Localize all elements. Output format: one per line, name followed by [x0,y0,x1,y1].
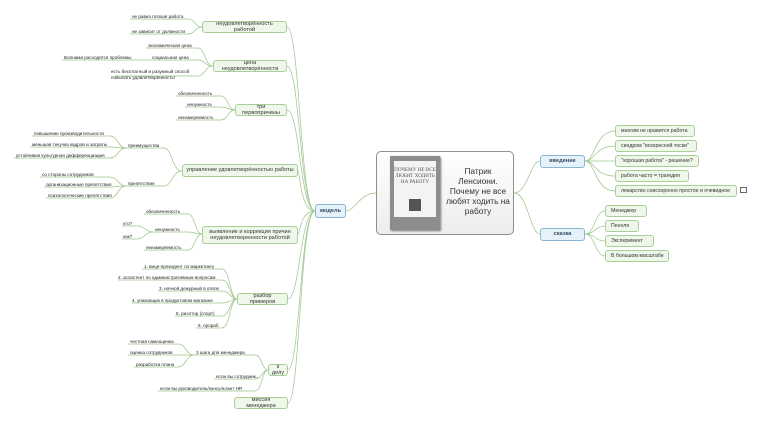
branch-cost[interactable]: цена неудовлетворённости [213,60,287,72]
leaf-node[interactable]: 4. упаковщик в продуктовом магазине [132,298,213,303]
book-cover-figure [409,199,421,211]
branch-label: три первопричины [242,103,280,117]
leaf-node[interactable]: экономическая цена [148,43,192,48]
book-cover-image: ПОЧЕМУ НЕ ВСЕ ЛЮБЯТ ХОДИТЬ НА РАБОТУ [390,156,440,230]
fable-item[interactable]: Эксперимент [605,235,654,247]
branch-label: к делу [271,363,285,377]
leaf-node[interactable]: есть бесплатный и разумный способ повыси… [111,69,190,80]
topic-model-label: модель [319,207,342,214]
leaf-node[interactable]: обезличенность [178,91,213,96]
fable-item[interactable]: В большом масштабе [605,250,669,262]
branch-manager-mission[interactable]: миссия менеджера [234,397,288,409]
leaf-node[interactable]: социальная цена [152,55,189,60]
branch-detection[interactable]: выявление и коррекция причин неудовлетво… [202,226,298,244]
branch-label: управление удовлетворённостью работы [186,167,294,174]
leaf-node[interactable]: оценка сотрудников [130,350,173,355]
leaf-node[interactable]: 1. вице-президент по маркетингу [144,264,215,269]
leaf-node[interactable]: разработка плана [136,362,175,367]
branch-to-action[interactable]: к делу [268,364,288,376]
topic-label: сказка [553,231,572,238]
leaf-node[interactable]: честная самооценка [130,339,174,344]
leaf-node[interactable]: организационные препятствия [46,182,112,187]
fable-item-label: В большом масштабе [611,252,664,259]
fable-item[interactable]: Пеноля [605,220,639,232]
intro-item[interactable]: работа часто = трагедия [615,170,689,182]
branch-label: цена неудовлетворённости [221,59,279,73]
leaf-node[interactable]: психологические препятствия [48,193,112,198]
leaf-node[interactable]: устойчивая культурная дифференциация [16,153,105,158]
leaf-node[interactable]: Волнами расходятся проблемы [64,55,132,60]
intro-item[interactable]: синдром "воскресной тоски" [615,140,697,152]
branch-label: неудовлетворённость работой [216,20,273,34]
book-cover-title: ПОЧЕМУ НЕ ВСЕ ЛЮБЯТ ХОДИТЬ НА РАБОТУ [394,167,436,185]
leaf-node[interactable]: если вы руководитель/консультант HR [160,386,243,391]
leaf-node[interactable]: повышение производительности [34,131,104,136]
fable-item[interactable]: Менеджер [605,205,647,217]
intro-item-label: лекарство снисхоронно простое и очевидно… [621,187,730,194]
branch-label: миссия менеджера [246,396,276,410]
branch-management[interactable]: управление удовлетворённостью работы [182,164,298,177]
leaf-node[interactable]: неизмеряемость [178,115,214,120]
leaf-node[interactable]: 2. ассистент по административным вопроса… [118,275,216,280]
topic-fable[interactable]: сказка [540,228,585,241]
leaf-node[interactable]: неизмеряемость [146,245,182,250]
topic-introduction[interactable]: введение [540,155,585,168]
intro-item-label: синдром "воскресной тоски" [621,142,689,149]
central-topic-title: Патрик Ленсиони. Почему не все любят ход… [446,166,510,216]
branch-examples[interactable]: разбор примеров [237,293,288,305]
leaf-node[interactable]: не зависит от должности [132,29,186,34]
intro-item[interactable]: лекарство снисхоронно простое и очевидно… [615,185,737,197]
leaf-node[interactable]: 3. ночной дежурный в отеле [159,286,220,291]
leaf-node[interactable]: со стороны сотрудников [42,172,94,177]
leaf-node[interactable]: ненужность [155,227,180,232]
intro-item[interactable]: многим не нравится работа [615,125,695,137]
leaf-node[interactable]: если вы сотрудник... [216,374,260,379]
fable-item-label: Пеноля [611,222,630,229]
leaf-node[interactable]: как? [123,234,133,239]
topic-model[interactable]: модель [315,204,346,218]
topic-label: введение [549,158,576,165]
leaf-node[interactable]: ненужность [187,102,212,107]
leaf-node[interactable]: кто? [123,221,133,226]
leaf-node[interactable]: 3 шага для менеджера [196,350,245,355]
branch-label: выявление и коррекция причин неудовлетво… [209,228,291,242]
leaf-node[interactable]: 6. прораб [198,323,219,328]
leaf-node[interactable]: препятствия [128,181,155,186]
leaf-node[interactable]: 5. риэлтор (спорт) [176,311,215,316]
branch-label: разбор примеров [249,292,276,306]
fable-item-label: Менеджер [611,207,637,214]
leaf-node[interactable]: меньшая текучка кадров и затраты [32,142,108,147]
leaf-node[interactable]: преимущества [128,143,160,148]
branch-root-causes[interactable]: три первопричины [235,104,287,116]
intro-item[interactable]: "хорошая работа" - решение? [615,155,699,167]
leaf-node[interactable]: обезличенность [146,209,181,214]
intro-item-label: "хорошая работа" - решение? [621,157,693,164]
intro-item-label: многим не нравится работа [621,127,688,134]
fable-item-label: Эксперимент [611,237,643,244]
branch-dissatisfaction[interactable]: неудовлетворённость работой [202,21,287,33]
intro-item-label: работа часто = трагедия [621,172,680,179]
leaf-node[interactable]: не равно плохая работа [132,14,184,19]
note-icon[interactable] [740,187,747,193]
